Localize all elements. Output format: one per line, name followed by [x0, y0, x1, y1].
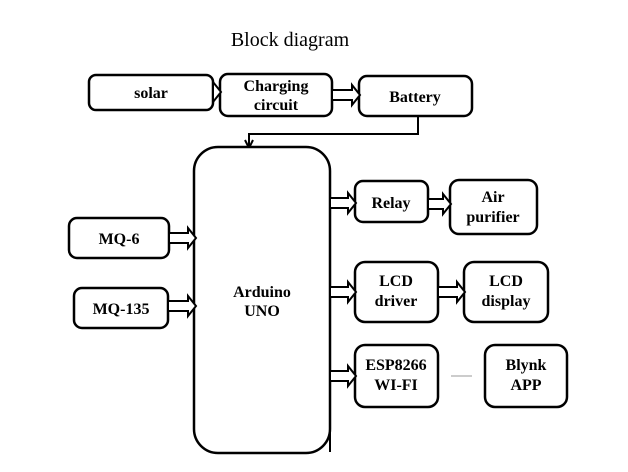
block-lcd-driver-label-2: driver [375, 293, 418, 310]
block-air-purifier-label-2: purifier [466, 209, 519, 226]
block-lcd-display-label-2: display [482, 293, 531, 310]
block-esp8266: ESP8266 WI-FI [353, 343, 440, 409]
block-battery-label: Battery [389, 89, 441, 106]
block-solar: solar [87, 73, 215, 112]
block-charging-label-1: Charging [244, 78, 309, 95]
arrow-lcd-driver-to-lcd-display [437, 279, 467, 305]
block-arrows [167, 79, 467, 389]
connector-battery-arduino [244, 116, 419, 151]
block-lcd-driver: LCD driver [353, 260, 440, 324]
block-mq135-label: MQ-135 [93, 301, 150, 318]
block-solar-label: solar [134, 85, 168, 102]
block-relay: Relay [353, 179, 430, 224]
arrow-arduino-to-lcd-driver [329, 279, 358, 305]
diagram-title: Block diagram [231, 29, 350, 51]
block-relay-label: Relay [371, 195, 410, 212]
block-mq6-label: MQ-6 [99, 231, 140, 248]
block-arduino-label-2: UNO [244, 303, 280, 320]
arrow-charging-to-battery [331, 82, 362, 108]
block-blynk-label-1: Blynk [506, 357, 547, 374]
block-esp8266-label-1: ESP8266 [365, 357, 426, 374]
block-esp8266-label-2: WI-FI [374, 377, 418, 394]
arrow-arduino-to-esp8266 [329, 363, 358, 389]
block-charging-circuit: Charging circuit [218, 72, 334, 118]
block-blynk-app: Blynk APP [483, 343, 569, 409]
block-lcd-driver-label-1: LCD [379, 273, 413, 290]
block-arduino-uno: Arduino UNO [192, 145, 332, 455]
arrow-mq6-to-arduino [168, 225, 198, 251]
arrow-relay-to-air-purifier [427, 191, 453, 217]
block-battery: Battery [357, 74, 474, 118]
block-air-purifier-label-1: Air [481, 189, 504, 206]
block-lcd-display: LCD display [462, 260, 550, 324]
arrow-arduino-to-relay [329, 190, 358, 216]
block-charging-label-2: circuit [254, 97, 299, 114]
arrow-mq135-to-arduino [167, 293, 198, 319]
block-lcd-display-label-1: LCD [489, 273, 523, 290]
arrow-solar-to-charging [212, 79, 223, 105]
block-blynk-label-2: APP [510, 377, 541, 394]
block-arduino-label-1: Arduino [233, 284, 291, 301]
block-mq135: MQ-135 [72, 286, 170, 330]
block-mq6: MQ-6 [67, 216, 171, 260]
block-air-purifier: Air purifier [448, 178, 539, 236]
